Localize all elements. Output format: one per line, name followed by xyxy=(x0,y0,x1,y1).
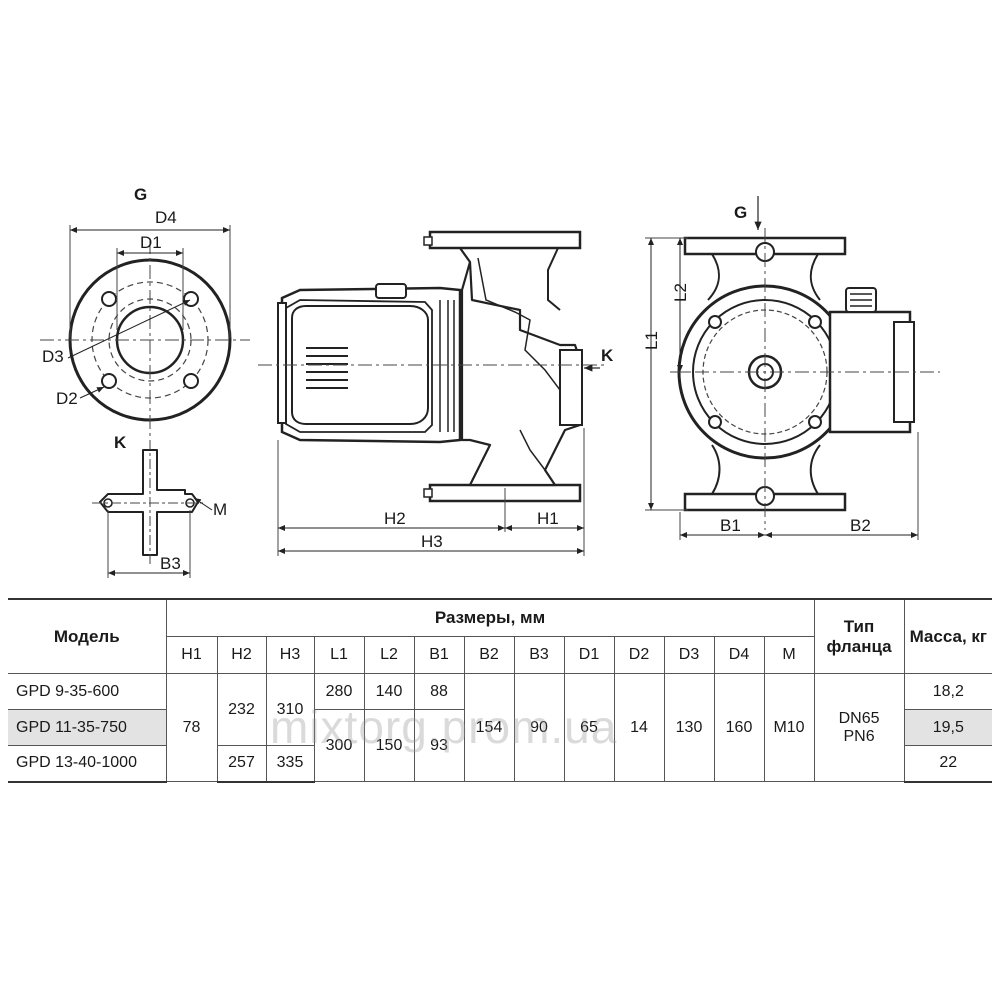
col-d1: D1 xyxy=(563,636,615,674)
cell-flange: DN65 PN6 xyxy=(813,673,905,782)
col-h1: H1 xyxy=(165,636,218,674)
cell-b3: 90 xyxy=(513,673,565,782)
cell-d3: 130 xyxy=(663,673,715,782)
label-g-right: G xyxy=(734,203,747,222)
cell-d2: 14 xyxy=(613,673,665,782)
cell-m: M10 xyxy=(763,673,815,782)
cell-h2-a: 232 xyxy=(216,673,267,746)
flange-front-view xyxy=(40,225,250,445)
cell-b1-b: 93 xyxy=(413,709,465,782)
label-d1: D1 xyxy=(140,233,162,252)
pump-dimension-drawing: G D4 D1 D3 D2 K M B3 xyxy=(40,185,940,578)
header-mass: Масса, кг xyxy=(903,598,993,674)
cell-mass: 22 xyxy=(903,745,993,783)
cell-d4: 160 xyxy=(713,673,765,782)
col-m: M xyxy=(763,636,815,674)
label-h2: H2 xyxy=(384,509,406,528)
col-d2: D2 xyxy=(613,636,665,674)
label-g-left: G xyxy=(134,185,147,204)
cell-d1: 65 xyxy=(563,673,615,782)
col-h3: H3 xyxy=(265,636,315,674)
model-name: GPD 9-35-600 xyxy=(8,673,167,710)
cell-h3-a: 310 xyxy=(265,673,315,746)
label-l1: L1 xyxy=(642,331,661,350)
k-section-detail xyxy=(92,440,213,578)
label-d4: D4 xyxy=(155,208,177,227)
label-b1: B1 xyxy=(720,516,741,535)
pump-side-view xyxy=(258,230,608,556)
label-h1: H1 xyxy=(537,509,559,528)
header-dimensions: Размеры, мм xyxy=(165,598,815,637)
cell-l1-b: 300 xyxy=(313,709,365,782)
label-k-left: K xyxy=(114,433,127,452)
label-b3: B3 xyxy=(160,554,181,573)
cell-h3-b: 335 xyxy=(265,745,315,783)
pump-end-view xyxy=(645,196,940,540)
model-name: GPD 13-40-1000 xyxy=(8,745,167,783)
cell-mass: 18,2 xyxy=(903,673,993,710)
header-model: Модель xyxy=(8,598,167,674)
cell-h1: 78 xyxy=(165,673,218,782)
specification-table: Модель Размеры, мм Тип фланца Масса, кг … xyxy=(8,598,993,783)
label-h3: H3 xyxy=(421,532,443,551)
cell-b1-a: 88 xyxy=(413,673,465,710)
col-d3: D3 xyxy=(663,636,715,674)
label-l2: L2 xyxy=(671,283,690,302)
label-k-side: K xyxy=(601,346,614,365)
col-d4: D4 xyxy=(713,636,765,674)
col-l2: L2 xyxy=(363,636,415,674)
header-flange-type: Тип фланца xyxy=(813,598,905,674)
label-b2: B2 xyxy=(850,516,871,535)
label-d2: D2 xyxy=(56,389,78,408)
label-d3: D3 xyxy=(42,347,64,366)
col-l1: L1 xyxy=(313,636,365,674)
cell-l2-b: 150 xyxy=(363,709,415,782)
col-b1: B1 xyxy=(413,636,465,674)
col-b2: B2 xyxy=(463,636,515,674)
cell-mass: 19,5 xyxy=(903,709,993,746)
cell-l2-a: 140 xyxy=(363,673,415,710)
cell-l1-a: 280 xyxy=(313,673,365,710)
col-h2: H2 xyxy=(216,636,267,674)
cell-b2: 154 xyxy=(463,673,515,782)
cell-h2-b: 257 xyxy=(216,745,267,783)
col-b3: B3 xyxy=(513,636,565,674)
label-m: M xyxy=(213,500,227,519)
model-name: GPD 11-35-750 xyxy=(8,709,167,746)
